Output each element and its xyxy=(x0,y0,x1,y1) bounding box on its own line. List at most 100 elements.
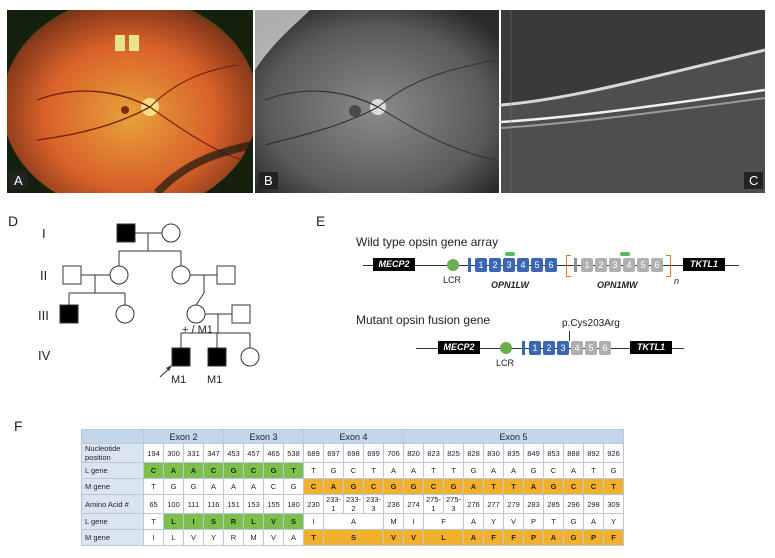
m-amino-row-cell: V xyxy=(263,529,284,546)
l-amino-row-cell: Y xyxy=(603,513,624,530)
nucleotide-row-cell: 699 xyxy=(363,443,384,463)
nucleotide-row-cell: 194 xyxy=(143,443,164,463)
panel-letter-f: F xyxy=(14,418,23,434)
m-gene-row-cell: G xyxy=(183,478,204,495)
fundus-photo-panel xyxy=(7,10,253,193)
l-gene-row-cell: C xyxy=(143,462,164,479)
l-gene-row-cell: T xyxy=(283,462,304,479)
l-gene-row-cell: C xyxy=(543,462,564,479)
m-amino-row-cell: V xyxy=(183,529,204,546)
nucleotide-row-cell: 825 xyxy=(443,443,464,463)
l-gene-row-cell: G xyxy=(223,462,244,479)
m-amino-row-cell: Y xyxy=(203,529,224,546)
l-exon-2: 2 xyxy=(489,258,501,272)
amino-acid-row-cell: 230 xyxy=(303,494,324,514)
l-amino-row-cell: A xyxy=(323,513,384,530)
l-exon-small xyxy=(468,258,471,272)
amino-acid-row-cell: 283 xyxy=(523,494,544,514)
m-exon-1: 1 xyxy=(581,258,593,272)
m-gene-row-cell: G xyxy=(443,478,464,495)
m-gene-row-cell: G xyxy=(543,478,564,495)
exon-header-3: Exon 3 xyxy=(223,429,304,444)
amino-acid-row-cell: 277 xyxy=(483,494,504,514)
m-amino-row-cell: L xyxy=(423,529,464,546)
l-amino-row-cell: S xyxy=(203,513,224,530)
mutant-exon-2: 2 xyxy=(543,341,555,355)
amino-acid-row-cell: 275-1 xyxy=(423,494,444,514)
mutant-exon-3: 3 xyxy=(557,341,569,355)
mutant-exon-1: 1 xyxy=(529,341,541,355)
m-gene-row-label: M gene xyxy=(81,478,144,495)
m-amino-row-cell: M xyxy=(243,529,264,546)
exon-header-4: Exon 4 xyxy=(303,429,404,444)
m-gene-row-cell: T xyxy=(503,478,524,495)
m-gene-row-cell: C xyxy=(303,478,324,495)
mutant-title: Mutant opsin fusion gene xyxy=(356,313,491,327)
l-gene-row-cell: C xyxy=(243,462,264,479)
m-gene-row-cell: G xyxy=(403,478,424,495)
l-gene-row-cell: C xyxy=(203,462,224,479)
pedigree-affected-male-i xyxy=(116,223,136,243)
l-amino-row-cell: F xyxy=(423,513,464,530)
m-gene-row-cell: C xyxy=(583,478,604,495)
autofluorescence-panel xyxy=(255,10,499,193)
l-amino-row-cell: I xyxy=(303,513,324,530)
nucleotide-row-cell: 823 xyxy=(423,443,444,463)
m-gene-row-cell: G xyxy=(383,478,404,495)
nucleotide-row-cell: 465 xyxy=(263,443,284,463)
header-corner xyxy=(81,429,144,444)
exon-header-2: Exon 2 xyxy=(143,429,224,444)
nucleotide-row-cell: 820 xyxy=(403,443,424,463)
m-amino-row-cell: A xyxy=(283,529,304,546)
l-amino-row-cell: S xyxy=(283,513,304,530)
m-gene-row-cell: A xyxy=(203,478,224,495)
m-exon-3: 3 xyxy=(609,258,621,272)
m-marker xyxy=(620,252,630,256)
fundus-image xyxy=(7,10,253,193)
m-exon-6: 6 xyxy=(651,258,663,272)
m-amino-row-cell: P xyxy=(523,529,544,546)
amino-acid-row-cell: 151 xyxy=(223,494,244,514)
mutant-mecp2-box: MECP2 xyxy=(438,341,480,354)
pedigree-female-i xyxy=(161,223,181,243)
nucleotide-row-cell: 835 xyxy=(503,443,524,463)
bracket-right xyxy=(666,255,671,277)
l-gene-row-cell: T xyxy=(363,462,384,479)
m-amino-row-cell: G xyxy=(563,529,584,546)
lcr-dot xyxy=(447,259,459,271)
exon-header-5: Exon 5 xyxy=(403,429,624,444)
m-amino-row-cell: L xyxy=(163,529,184,546)
nucleotide-row-cell: 892 xyxy=(583,443,604,463)
mutant-exon-6: 6 xyxy=(599,341,611,355)
m-gene-row-cell: C xyxy=(263,478,284,495)
l-amino-row-cell: R xyxy=(223,513,244,530)
m-gene-row-cell: A xyxy=(523,478,544,495)
amino-acid-row-cell: 65 xyxy=(143,494,164,514)
amino-acid-row-cell: 111 xyxy=(183,494,204,514)
m-amino-row-cell: V xyxy=(403,529,424,546)
pedigree-affected-label-2: M1 xyxy=(207,374,223,386)
mecp2-box: MECP2 xyxy=(373,258,415,271)
pedigree-carrier-label: + / M1 xyxy=(182,324,213,336)
amino-acid-row-label: Amino Acid # xyxy=(81,494,144,514)
l-gene-row-cell: A xyxy=(403,462,424,479)
l-gene-row-cell: A xyxy=(183,462,204,479)
panel-letter-c: C xyxy=(744,172,764,189)
amino-acid-row-cell: 276 xyxy=(463,494,484,514)
panel-letter-d: D xyxy=(8,213,19,229)
amino-acid-row-cell: 116 xyxy=(203,494,224,514)
m-gene-row-cell: A xyxy=(323,478,344,495)
amino-acid-row-cell: 285 xyxy=(543,494,564,514)
m-gene-row-cell: T xyxy=(483,478,504,495)
amino-acid-row-cell: 296 xyxy=(563,494,584,514)
generation-label-2: II xyxy=(40,268,48,283)
l-amino-row-cell: M xyxy=(383,513,404,530)
l-amino-row-cell: A xyxy=(463,513,484,530)
amino-acid-row-cell: 233-1 xyxy=(323,494,344,514)
nucleotide-row-cell: 828 xyxy=(463,443,484,463)
m-gene-row-cell: G xyxy=(163,478,184,495)
generation-label-4: IV xyxy=(38,348,51,363)
nucleotide-row-cell: 849 xyxy=(523,443,544,463)
